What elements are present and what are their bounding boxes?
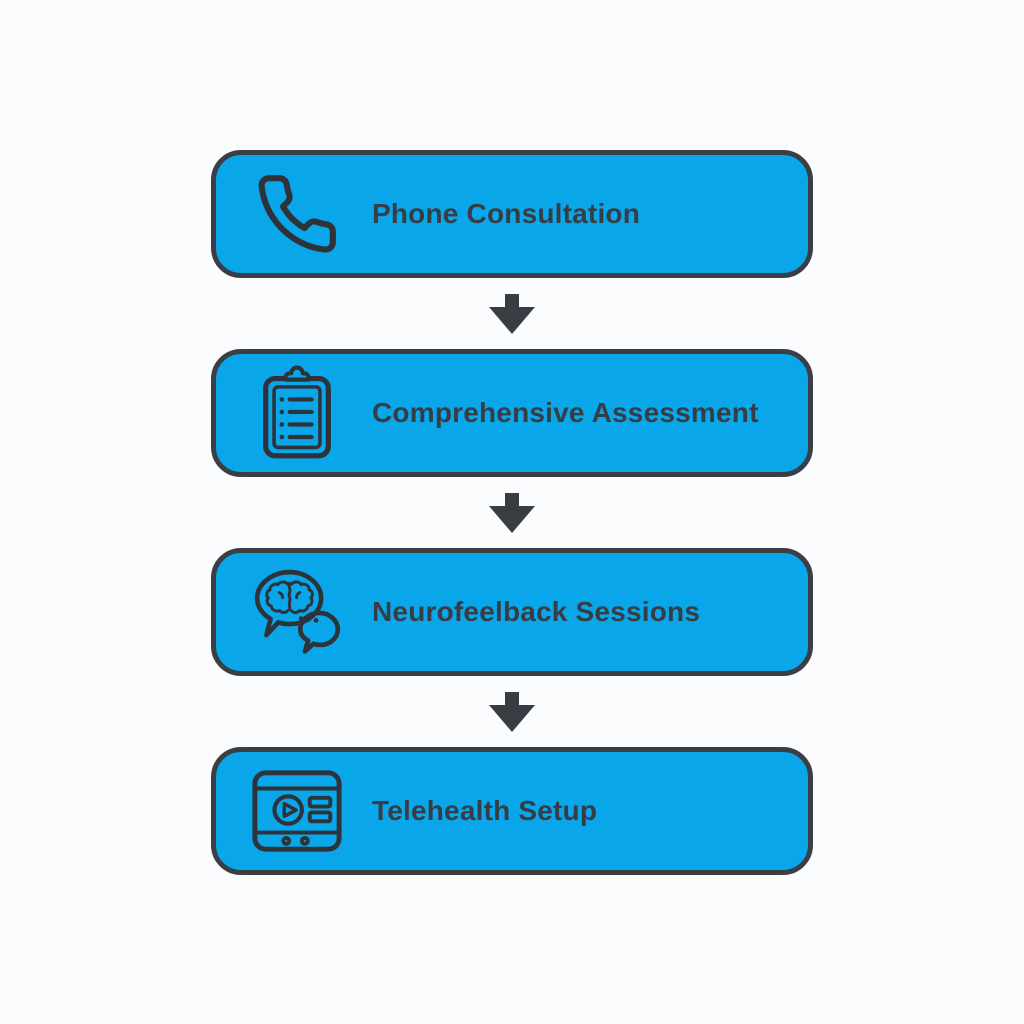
down-arrow-icon <box>488 691 536 732</box>
process-flowchart: Phone Consultation <box>211 150 813 875</box>
step-label: Comprehensive Assessment <box>372 397 759 428</box>
down-arrow-icon <box>488 492 536 533</box>
step-box-neurofeedback-sessions: Neurofeelback Sessions <box>211 548 813 676</box>
connector-2 <box>488 477 536 548</box>
connector-3 <box>488 676 536 747</box>
step-label: Phone Consultation <box>372 198 641 229</box>
telehealth-monitor-icon <box>246 760 348 862</box>
brain-chat-icon <box>246 561 348 663</box>
down-arrow-icon <box>488 293 536 334</box>
step-label: Neurofeelback Sessions <box>372 596 701 627</box>
step-label: Telehealth Setup <box>372 795 598 826</box>
step-box-phone-consultation: Phone Consultation <box>211 150 813 278</box>
step-box-comprehensive-assessment: Comprehensive Assessment <box>211 349 813 477</box>
phone-icon <box>246 163 348 265</box>
step-box-telehealth-setup: Telehealth Setup <box>211 747 813 875</box>
connector-1 <box>488 278 536 349</box>
clipboard-checklist-icon <box>246 362 348 464</box>
